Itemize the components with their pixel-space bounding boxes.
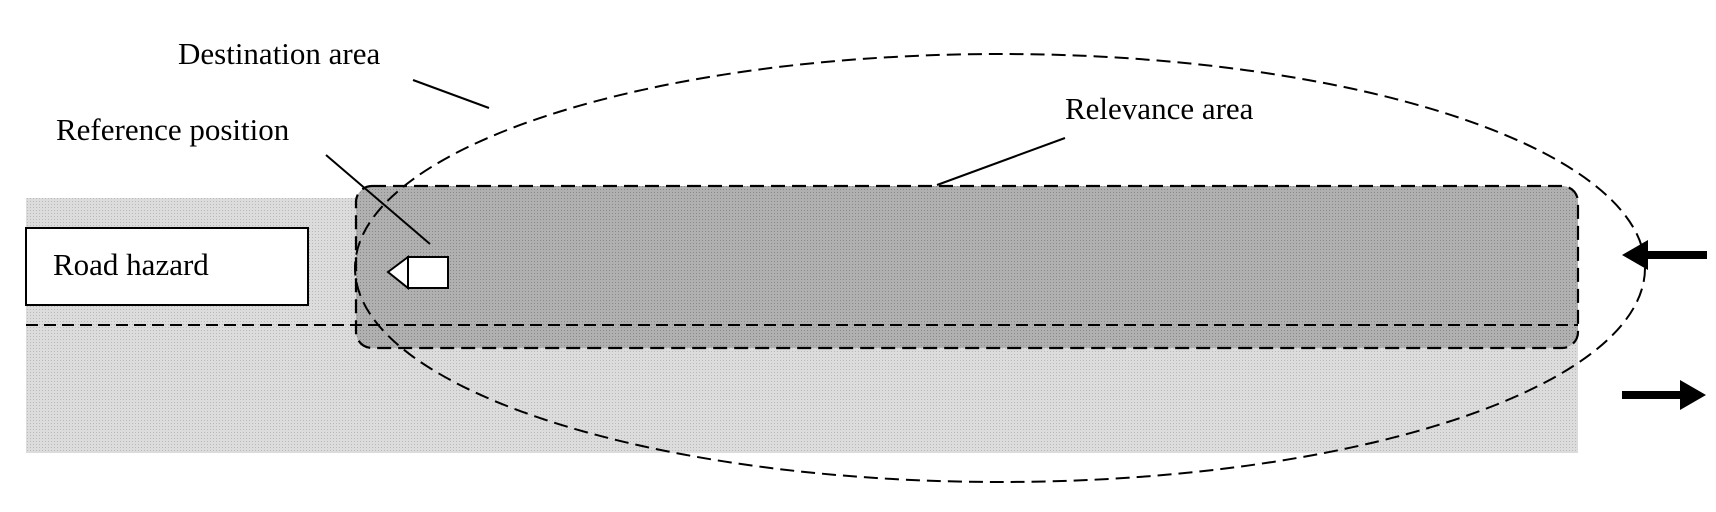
road-hazard-label: Road hazard (53, 247, 209, 282)
destination-area-label: Destination area (178, 36, 381, 71)
arrow-left-icon (1622, 240, 1707, 270)
relevance-area-leader (936, 137, 1066, 186)
reference-position-leader (325, 154, 431, 245)
arrow-right-icon (1622, 380, 1706, 410)
reference-position-label: Reference position (56, 112, 290, 147)
relevance-area-label: Relevance area (1065, 91, 1254, 126)
vehicle-icon (386, 255, 449, 291)
road-hazard-box (25, 227, 309, 306)
relevance-area-fill (356, 186, 1578, 348)
destination-area-leader (412, 79, 490, 109)
